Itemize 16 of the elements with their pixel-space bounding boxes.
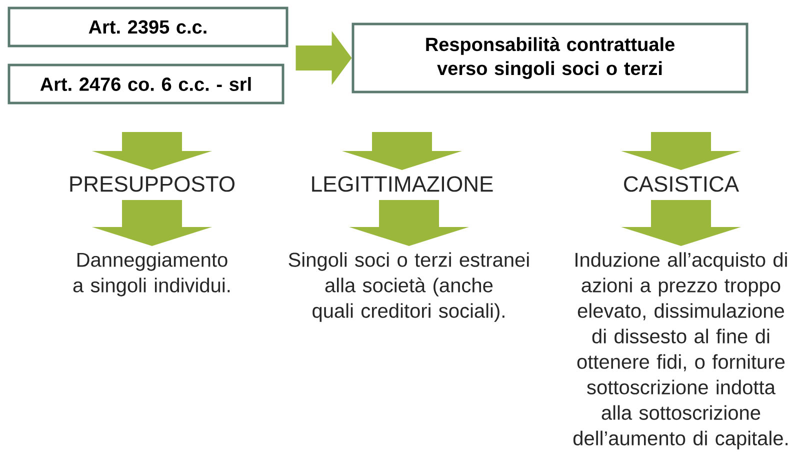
block-arrow bbox=[621, 132, 741, 170]
block-arrow bbox=[621, 200, 741, 246]
block-arrow bbox=[296, 31, 352, 85]
description-text: Danneggiamento a singoli individui. bbox=[73, 252, 230, 296]
block-arrow bbox=[349, 200, 469, 246]
heading-text: LEGITTIMAZIONE bbox=[312, 176, 493, 192]
text-box: Responsabilità contrattuale verso singoli soci o terzi bbox=[352, 22, 748, 94]
heading-text: CASISTICA bbox=[624, 176, 740, 192]
block-arrow bbox=[342, 132, 462, 170]
text-box: Art. 2395 c.c. bbox=[8, 6, 288, 48]
heading-text: PRESUPPOSTO bbox=[70, 176, 234, 192]
description-text: Induzione all’acquisto di azioni a prezzo troppo elevato, dissimulazione di dissesto al fine di ottenere fidi, o forniture sottoscrizione indotta alla sottoscrizione dell’aumento di capitale. bbox=[573, 252, 788, 450]
block-arrow bbox=[92, 200, 212, 246]
description-text: Singoli soci o terzi estranei alla società (anche quali creditori sociali). bbox=[288, 252, 529, 322]
text-box: Art. 2476 co. 6 c.c. - srl bbox=[8, 64, 284, 104]
block-arrow bbox=[92, 132, 212, 170]
